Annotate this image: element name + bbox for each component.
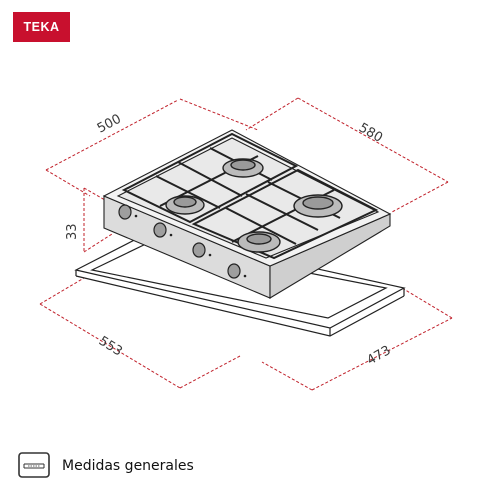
- ext-line-553-right: [179, 355, 241, 389]
- hob-dimensions-icon: [18, 452, 50, 478]
- ext-line-580-top: [245, 97, 299, 131]
- dim-line-580: [297, 97, 449, 183]
- dim-label-473: 473: [365, 343, 394, 368]
- burner-front-right: [237, 231, 281, 253]
- dim-line-473: [311, 317, 453, 391]
- knob-2: [153, 222, 167, 238]
- knob-4: [227, 263, 241, 279]
- dim-label-553: 553: [96, 334, 125, 360]
- dim-line-500: [45, 99, 179, 171]
- burner-back-left: [222, 158, 264, 178]
- knob-indicators: [134, 214, 247, 278]
- footer-label: Medidas generales: [62, 458, 194, 474]
- ext-line-580-bottom: [391, 181, 449, 213]
- ext-line-33-bottom: [83, 233, 113, 253]
- knob-1: [118, 204, 132, 220]
- ext-line-500-left: [45, 169, 91, 197]
- knob-3: [192, 242, 206, 258]
- ext-line-500-right: [179, 98, 259, 131]
- dim-label-580: 580: [356, 120, 385, 145]
- dim-label-33: 33: [65, 223, 80, 240]
- burners: [165, 158, 343, 253]
- dim-line-553: [39, 303, 181, 389]
- dim-label-500: 500: [95, 112, 124, 137]
- teka-logo: TEKA: [13, 12, 70, 42]
- ext-line-553-left: [39, 277, 85, 305]
- dimension-lines: [39, 97, 453, 391]
- burner-back-right: [293, 194, 343, 218]
- ext-line-473-right: [401, 287, 453, 319]
- ext-line-473-left: [261, 361, 313, 391]
- burner-front-left: [165, 195, 205, 215]
- control-knobs: [118, 204, 241, 279]
- logo-text: TEKA: [23, 20, 60, 34]
